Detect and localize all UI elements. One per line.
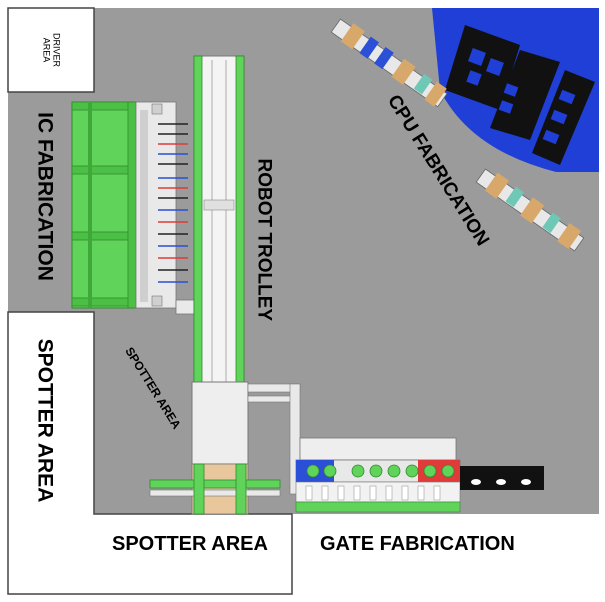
driver-area-line-1: DRIVER	[51, 32, 62, 68]
spotter-area-left-label: SPOTTER AREA	[33, 338, 57, 503]
trolley-base	[149, 463, 281, 515]
robot-trolley-label: ROBOT TROLLEY	[253, 158, 275, 322]
gate-rack-green-circles	[306, 464, 455, 478]
gate-fabrication-label: GATE FABRICATION	[320, 533, 515, 555]
driver-area-line-2: AREA	[41, 37, 51, 63]
trolley-carriage	[191, 381, 249, 465]
spotter-area-box	[7, 311, 293, 595]
ic-fabrication-label: IC FABRICATION	[33, 112, 57, 281]
ic-pin-array	[158, 123, 188, 283]
gate-rack-slots	[305, 485, 441, 501]
spotter-area-bottom-label: SPOTTER AREA	[112, 533, 268, 555]
robot-trolley-track	[193, 55, 245, 387]
driver-area-box	[7, 7, 95, 93]
ic-fabrication-frame	[71, 101, 177, 309]
cpu-parts	[445, 25, 595, 165]
cpu-upper-rail	[330, 18, 448, 108]
gate-black-bar	[460, 466, 544, 490]
driver-area-label: DRIVER AREA	[8, 8, 94, 92]
cpu-lower-rail	[475, 168, 585, 252]
